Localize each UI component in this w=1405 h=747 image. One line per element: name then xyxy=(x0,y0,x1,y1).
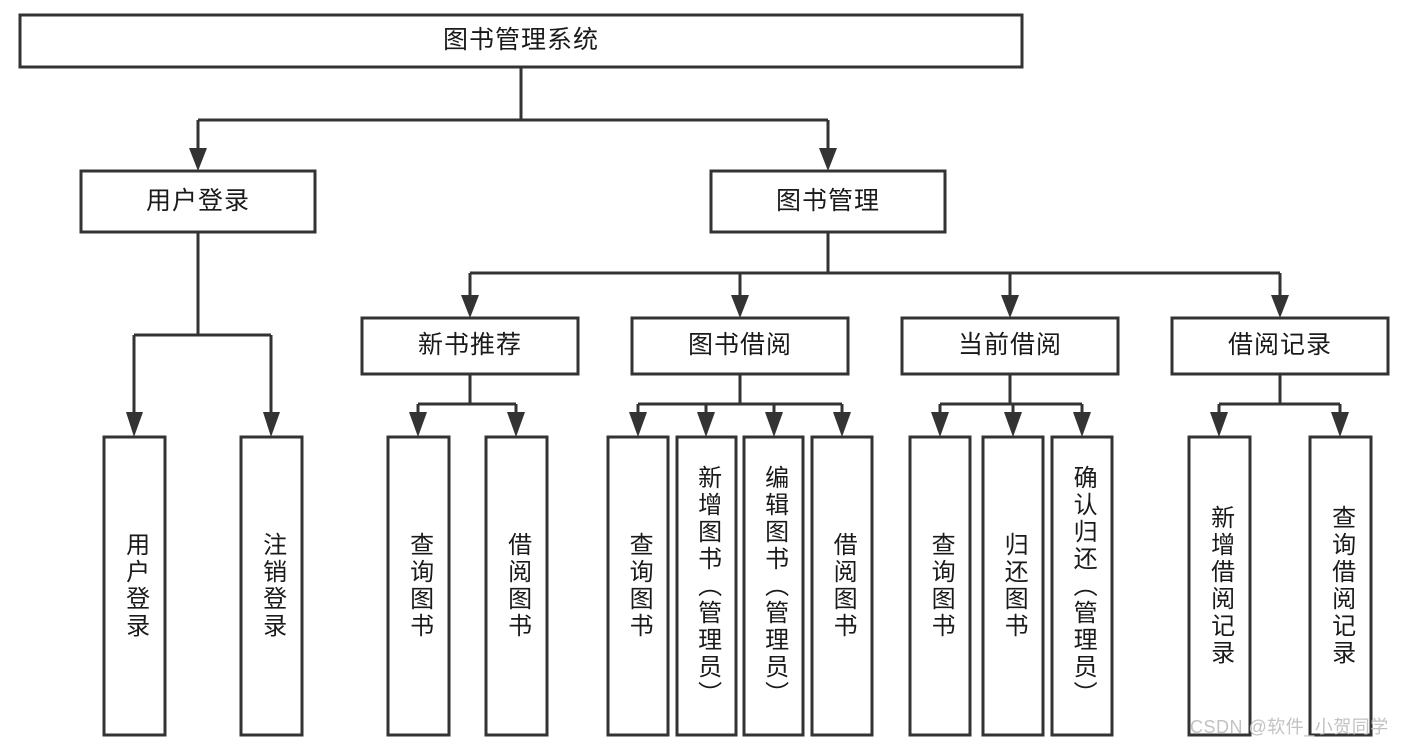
arrowhead-new-book-recommend xyxy=(461,295,479,318)
arrowhead-leaf-add-record xyxy=(1210,412,1228,437)
node-box-leaf-borrow-book-2[interactable] xyxy=(810,435,874,737)
arrowhead-leaf-borrow-book-2 xyxy=(833,412,851,437)
arrowhead-leaf-query-book-1 xyxy=(409,412,427,437)
node-box-user-login[interactable] xyxy=(79,169,317,234)
arrowhead-leaf-query-book-3 xyxy=(931,412,949,437)
arrowhead-borrow-record xyxy=(1271,295,1289,318)
node-box-root[interactable] xyxy=(18,13,1024,69)
node-box-book-borrow[interactable] xyxy=(630,316,850,376)
arrowhead-leaf-user-logout xyxy=(263,412,280,437)
node-box-leaf-query-record[interactable] xyxy=(1308,435,1373,737)
arrowhead-leaf-return-book xyxy=(1004,412,1022,437)
node-box-new-book-recommend[interactable] xyxy=(360,316,580,376)
arrowhead-book-borrow xyxy=(731,295,749,318)
arrowhead-leaf-query-book-2 xyxy=(629,412,647,437)
node-box-leaf-query-book-1[interactable] xyxy=(386,435,451,737)
arrowhead-leaf-borrow-book-1 xyxy=(507,412,525,437)
node-box-leaf-add-record[interactable] xyxy=(1187,435,1252,737)
arrowhead-book-manage xyxy=(819,148,837,171)
node-box-book-manage[interactable] xyxy=(709,169,947,234)
arrowhead-leaf-confirm-return xyxy=(1073,412,1091,437)
node-box-leaf-edit-book[interactable] xyxy=(742,435,805,737)
node-box-leaf-return-book[interactable] xyxy=(981,435,1045,737)
arrowhead-leaf-query-record xyxy=(1331,412,1349,437)
node-box-leaf-query-book-3[interactable] xyxy=(908,435,972,737)
node-box-leaf-borrow-book-1[interactable] xyxy=(484,435,549,737)
node-box-borrow-record[interactable] xyxy=(1170,316,1390,376)
node-box-leaf-query-book-2[interactable] xyxy=(606,435,670,737)
arrowhead-leaf-user-login xyxy=(126,412,143,437)
arrowhead-leaf-edit-book xyxy=(765,412,783,437)
node-box-leaf-user-logout[interactable] xyxy=(239,435,304,737)
node-box-current-borrow[interactable] xyxy=(900,316,1120,376)
arrowhead-leaf-add-book xyxy=(697,412,715,437)
node-box-leaf-confirm-return[interactable] xyxy=(1050,435,1114,737)
csdn-watermark: CSDN @软件_小贺同学 xyxy=(1190,717,1389,737)
arrowhead-user-login xyxy=(189,148,207,171)
arrowhead-current-borrow xyxy=(1001,295,1019,318)
node-box-leaf-user-login[interactable] xyxy=(102,435,167,737)
node-box-leaf-add-book[interactable] xyxy=(675,435,738,737)
